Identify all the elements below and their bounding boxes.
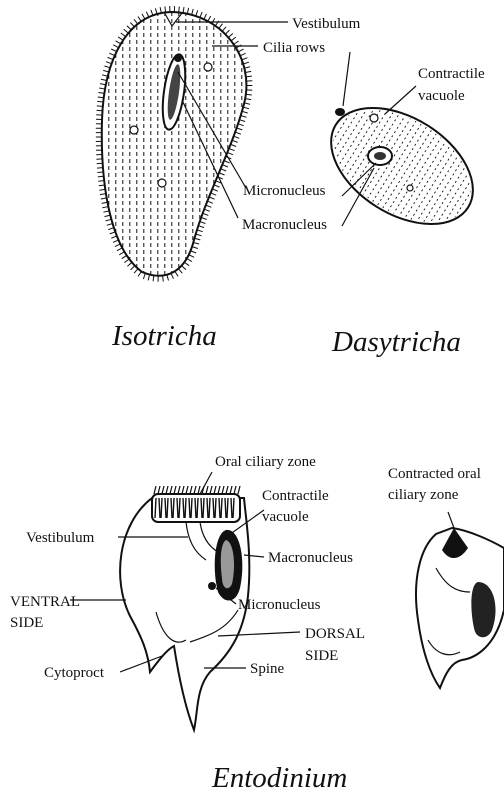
oral-cilium-tip (174, 486, 176, 494)
oral-cilium-tip (194, 486, 196, 494)
cilium (231, 144, 237, 146)
dasytricha-figure: Contractile vacuole Dasytricha (306, 52, 498, 358)
isotricha-micronucleus (174, 54, 182, 62)
dasytricha-cilia-rows (306, 72, 498, 260)
cilium (239, 120, 245, 122)
label-contracted-ciliary-zone: ciliary zone (388, 487, 459, 503)
oral-cilium (203, 498, 204, 518)
entodinium-name: Entodinium (211, 762, 347, 794)
oral-cilium-tip (210, 486, 212, 494)
oral-cilium (201, 498, 202, 518)
oral-cilium (213, 498, 214, 518)
oral-cilium-tip (206, 486, 208, 494)
oral-cilium (191, 498, 192, 518)
oral-cilium (197, 498, 198, 518)
cilium (234, 136, 240, 138)
cilium (237, 128, 243, 130)
oral-cilium (207, 498, 208, 518)
isotricha-vacuole (130, 126, 138, 134)
label-cilia-rows: Cilia rows (263, 40, 325, 56)
isotricha-figure: Vestibulum Cilia rows Micronucleus Macro… (96, 6, 361, 352)
label-cytoproct: Cytoproct (44, 665, 105, 681)
oral-cilium-tip (230, 486, 232, 494)
oral-cilium-tip (218, 486, 220, 494)
dasytricha-vacuole (407, 185, 413, 191)
label-spine: Spine (250, 661, 285, 677)
label-contractile: Contractile (262, 488, 329, 504)
label-contractile: Contractile (418, 66, 485, 82)
entodinium-figure: Oral ciliary zone Contractile vacuole Ve… (10, 454, 504, 794)
isotricha-vacuole (158, 179, 166, 187)
label-micronucleus: Micronucleus (243, 183, 326, 199)
label-macronucleus: Macronucleus (242, 217, 327, 233)
oral-cilium-tip (234, 486, 236, 494)
oral-cilium-tip (238, 486, 240, 494)
oral-cilium (159, 498, 160, 518)
oral-cilium-tip (190, 486, 192, 494)
oral-cilium-tip (214, 486, 216, 494)
oral-cilium-tip (166, 486, 168, 494)
dasytricha-vestibulum (335, 108, 345, 116)
oral-cilium (195, 498, 196, 518)
oral-cilium-tip (162, 486, 164, 494)
oral-cilium (161, 498, 162, 518)
oral-cilium (155, 498, 156, 518)
dasytricha-name: Dasytricha (331, 326, 461, 358)
label-vacuole: vacuole (418, 88, 465, 104)
leader-line (448, 512, 454, 528)
cilium (238, 124, 244, 126)
dasytricha-vacuole (370, 114, 378, 122)
oral-cilium (183, 498, 184, 518)
isotricha-name: Isotricha (111, 320, 217, 352)
oral-cilium (179, 498, 180, 518)
oral-cilium (177, 498, 178, 518)
oral-cilium-tip (178, 486, 180, 494)
oral-cilium-tip (158, 486, 160, 494)
oral-cilium-tip (170, 486, 172, 494)
oral-cilium (227, 498, 228, 518)
leader-line (385, 86, 416, 114)
oral-cilium (167, 498, 168, 518)
oral-cilium (215, 498, 216, 518)
oral-cilium (185, 498, 186, 518)
oral-cilium (225, 498, 226, 518)
label-vestibulum: Vestibulum (292, 16, 361, 32)
cilium (227, 153, 233, 155)
label-micronucleus: Micronucleus (238, 597, 321, 613)
oral-cilium-tip (198, 486, 200, 494)
oral-cilium (173, 498, 174, 518)
label-ventral: VENTRAL (10, 594, 80, 610)
isotricha-body (102, 12, 247, 276)
oral-cilium-tip (182, 486, 184, 494)
leader-line (200, 472, 212, 494)
label-vacuole: vacuole (262, 509, 309, 525)
oral-cilium (233, 498, 234, 518)
label-macronucleus: Macronucleus (268, 550, 353, 566)
oral-cilium (189, 498, 190, 518)
cilium (229, 148, 235, 150)
oral-cilium (171, 498, 172, 518)
cilium (232, 140, 238, 142)
oral-cilium (209, 498, 210, 518)
entodinium-micronucleus (208, 582, 216, 590)
oral-cilium (221, 498, 222, 518)
dasytricha-macronucleus-core (374, 152, 386, 160)
oral-cilium-tip (186, 486, 188, 494)
oral-cilium-tip (222, 486, 224, 494)
oral-cilium (231, 498, 232, 518)
leader-line (343, 52, 350, 106)
cilium (235, 132, 241, 134)
label-dorsal-side: SIDE (305, 648, 338, 664)
label-contracted-oral: Contracted oral (388, 466, 481, 482)
oral-cilium (165, 498, 166, 518)
oral-cilium-tip (226, 486, 228, 494)
label-ventral-side: SIDE (10, 615, 43, 631)
label-vestibulum: Vestibulum (26, 530, 95, 546)
oral-cilium (219, 498, 220, 518)
label-dorsal: DORSAL (305, 626, 365, 642)
oral-cilium-tip (154, 486, 156, 494)
label-oral-ciliary-zone: Oral ciliary zone (215, 454, 316, 470)
isotricha-vacuole (204, 63, 212, 71)
